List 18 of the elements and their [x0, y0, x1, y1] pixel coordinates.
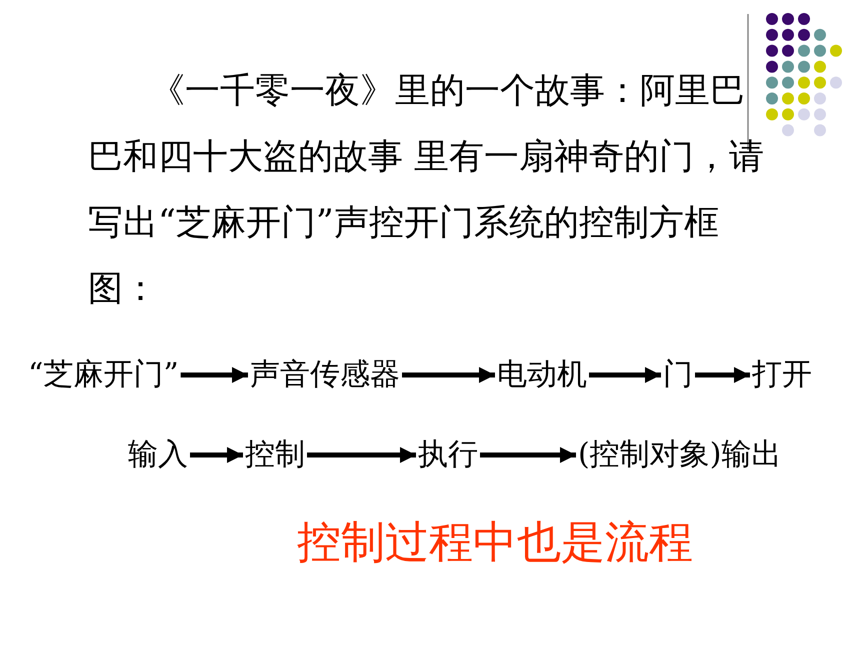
block-label: “芝麻开门” [28, 357, 179, 393]
question-paragraph: 《一千零一夜》里的一个故事：阿里巴巴和四十大盗的故事 里有一扇神奇的门，请写出“芝麻开门”声控开门系统的控制方框图： [88, 70, 766, 311]
arrow [307, 447, 416, 463]
arrow [695, 367, 750, 383]
block-label: 执行 [418, 437, 478, 473]
block-label: 输入 [128, 437, 188, 473]
block-label: 控制 [245, 437, 305, 473]
arrow [480, 447, 576, 463]
arrow [190, 447, 243, 463]
block-label: 打开 [752, 357, 812, 393]
block-label: 声音传感器 [250, 357, 400, 393]
block-label: 门 [663, 357, 693, 393]
arrow [180, 367, 248, 383]
block-label: 电动机 [497, 357, 587, 393]
arrow [589, 367, 661, 383]
arrow [402, 367, 495, 383]
block-label: (控制对象)输出 [578, 437, 782, 473]
note-text: 控制过程中也是流程 [297, 516, 693, 570]
